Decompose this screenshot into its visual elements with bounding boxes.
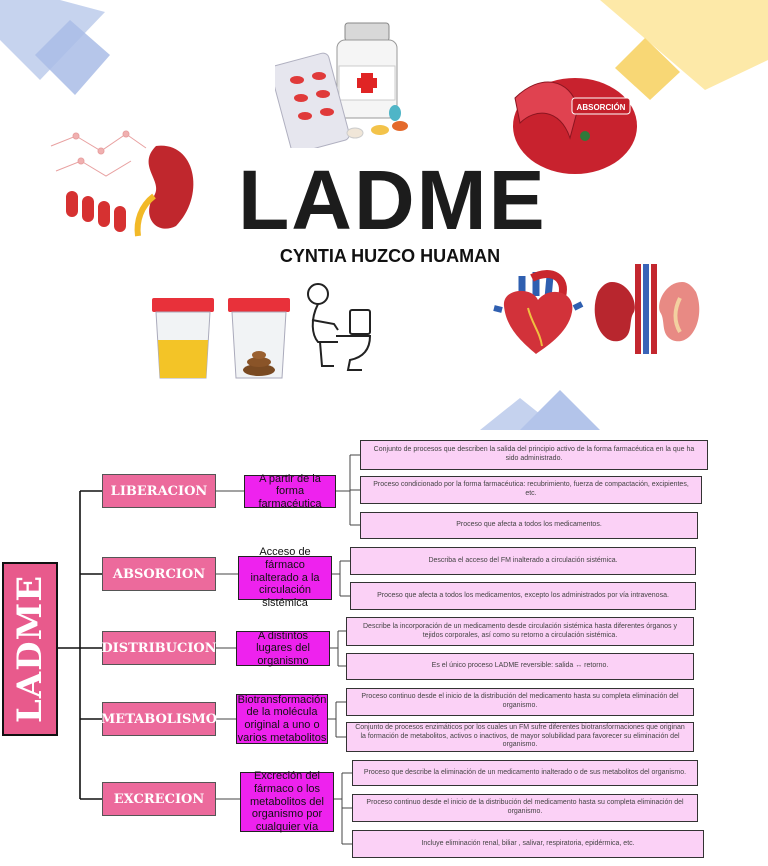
detail-liberacion-1: Conjunto de procesos que describen la sa… xyxy=(360,440,708,470)
kidneys-icon xyxy=(594,264,700,354)
detail-absorcion-1: Describa el acceso del FM inalterado a c… xyxy=(350,547,696,575)
author-name: CYNTIA HUZCO HUAMAN xyxy=(279,246,501,266)
heart-icon xyxy=(493,270,584,354)
stool-cup-icon xyxy=(228,298,290,379)
intestine-icon: ABSORCIÓN xyxy=(513,78,637,174)
detail-metabolismo-1: Proceso continuo desde el inicio de la d… xyxy=(346,688,694,716)
pill-bottle-icon xyxy=(275,22,408,148)
detail-absorcion-2: Proceso que afecta a todos los medicamen… xyxy=(350,582,696,610)
stage-absorcion: ABSORCION xyxy=(102,557,216,591)
stage-excrecion: EXCRECION xyxy=(102,782,216,816)
root-node: LADME xyxy=(2,562,58,736)
description-absorcion: Acceso de fármaco inalterado a la circul… xyxy=(238,546,332,609)
detail-liberacion-3: Proceso que afecta a todos los medicamen… xyxy=(360,512,698,539)
page-title: LADME xyxy=(238,153,547,247)
detail-excrecion-3: Incluye eliminación renal, biliar , sali… xyxy=(352,830,704,858)
stage-liberacion: LIBERACION xyxy=(102,474,216,508)
description-metabolismo: Biotransformación de la molécula origina… xyxy=(236,693,328,744)
stage-distribucion: DISTRIBUCION xyxy=(101,631,217,665)
detail-distribucion-1: Describe la incorporación de un medicame… xyxy=(346,617,694,646)
toilet-icon xyxy=(307,283,372,371)
detail-distribucion-2: Es el único proceso LADME reversible: sa… xyxy=(346,653,694,680)
urine-cup-icon xyxy=(152,298,214,379)
description-excrecion: Excreción del fármaco o los metabolitos … xyxy=(240,770,334,833)
absorcion-badge: ABSORCIÓN xyxy=(577,103,626,112)
detail-excrecion-1: Proceso que describe la eliminación de u… xyxy=(352,760,698,786)
description-liberacion: A partir de la forma farmacéutica xyxy=(244,473,336,510)
detail-excrecion-2: Proceso continuo desde el inicio de la d… xyxy=(352,794,698,822)
kidney-icon xyxy=(50,130,194,237)
stage-metabolismo: METABOLISMO xyxy=(101,702,217,736)
detail-metabolismo-2: Conjunto de procesos enzimáticos por los… xyxy=(346,722,694,752)
description-distribucion: A distintos lugares del organismo xyxy=(236,630,330,667)
detail-liberacion-2: Proceso condicionado por la forma farmac… xyxy=(360,476,702,504)
